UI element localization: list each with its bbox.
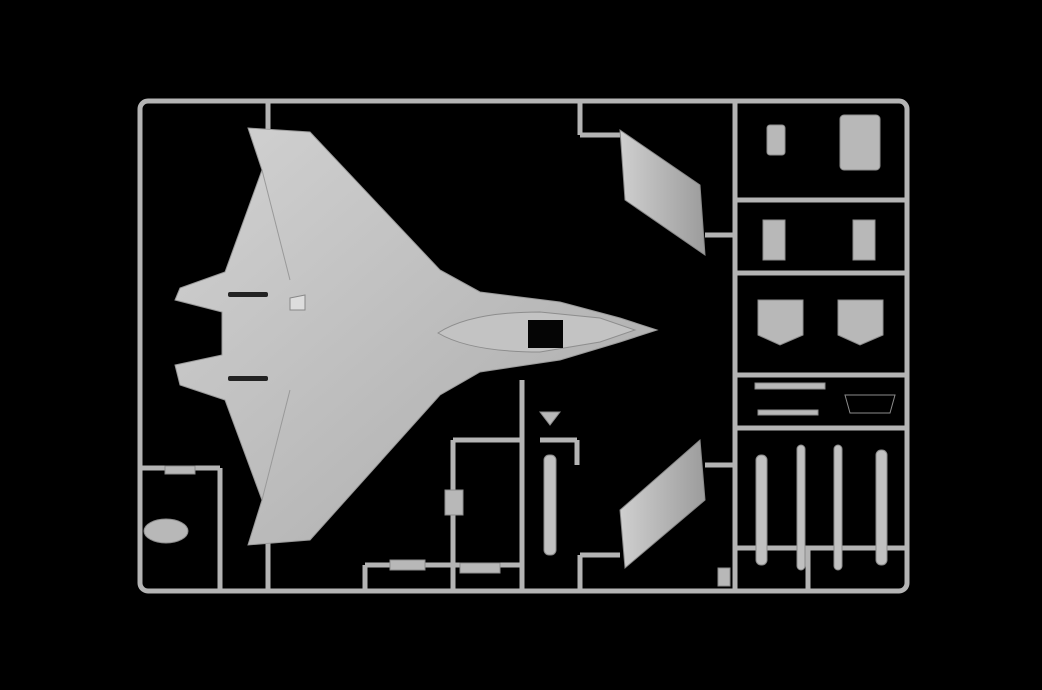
cockpit-opening: [528, 320, 563, 348]
tail-fin-lower: [619, 438, 706, 570]
intake-slot: [228, 292, 268, 297]
small-parts: [143, 114, 896, 587]
missiles: [543, 444, 888, 571]
tail-fin-upper: [619, 128, 706, 257]
intake-slot: [228, 376, 268, 381]
aircraft-fuselage-part: [174, 127, 659, 546]
